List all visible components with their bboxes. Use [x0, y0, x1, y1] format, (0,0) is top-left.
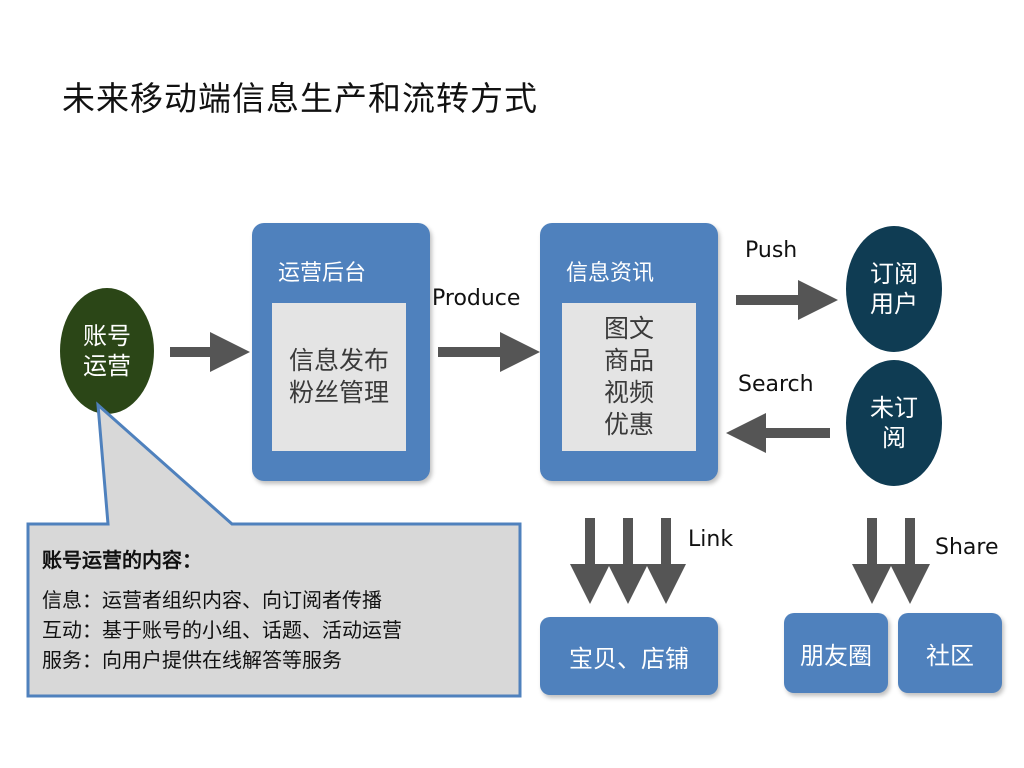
callout-content: 账号运营的内容： 信息：运营者组织内容、向订阅者传播 互动：基于账号的小组、话题… [42, 544, 512, 675]
unsubscribed-node: 未订阅 [846, 360, 942, 486]
community-channel-label: 社区 [926, 641, 974, 670]
link-label: Link [688, 527, 734, 552]
info-panel-header: 信息资讯 [566, 261, 655, 286]
account-ops-label: 账号运营 [83, 322, 131, 380]
search-label: Search [738, 372, 814, 397]
subscribed-users-node: 订阅用户 [846, 226, 942, 352]
share-label: Share [935, 535, 999, 560]
callout-line-interaction: 互动：基于账号的小组、话题、活动运营 [42, 618, 402, 642]
subscribed-users-label: 订阅用户 [870, 260, 918, 318]
callout-line-info: 信息：运营者组织内容、向订阅者传播 [42, 588, 382, 612]
ops-backend-body: 信息发布粉丝管理 [272, 303, 406, 451]
account-ops-node: 账号运营 [60, 288, 154, 414]
shop-channel-box: 宝贝、店铺 [540, 617, 718, 695]
callout-title: 账号运营的内容： [42, 548, 202, 572]
community-channel-box: 社区 [898, 613, 1002, 693]
ops-backend-panel: 运营后台 信息发布粉丝管理 [252, 223, 430, 481]
info-panel-body-text: 图文商品视频优惠 [603, 314, 654, 439]
unsubscribed-label: 未订阅 [870, 394, 918, 452]
callout-line-service: 服务：向用户提供在线解答等服务 [42, 648, 342, 672]
moments-channel-box: 朋友圈 [784, 613, 888, 693]
ops-backend-body-text: 信息发布粉丝管理 [288, 346, 389, 407]
shop-channel-label: 宝贝、店铺 [569, 644, 689, 673]
produce-label: Produce [432, 286, 521, 311]
page-title: 未来移动端信息生产和流转方式 [62, 79, 538, 118]
info-panel: 信息资讯 图文商品视频优惠 [540, 223, 718, 481]
moments-channel-label: 朋友圈 [800, 641, 872, 670]
push-label: Push [745, 238, 798, 263]
ops-backend-header: 运营后台 [278, 261, 367, 286]
info-panel-body: 图文商品视频优惠 [562, 303, 696, 451]
